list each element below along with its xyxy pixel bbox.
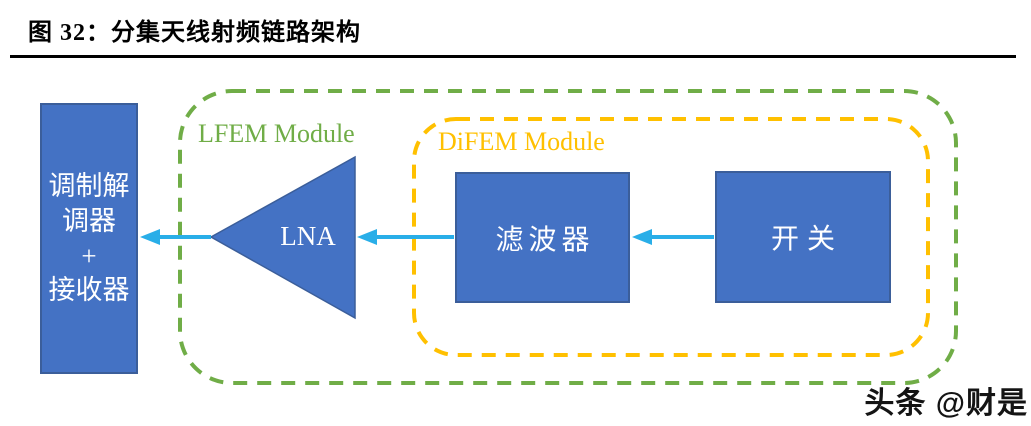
- filter-box: 滤波器: [455, 172, 630, 303]
- arrowhead-lna-to-modem: [140, 229, 160, 245]
- arrowhead-filter-to-lna: [357, 229, 377, 245]
- lfem-module-label: LFEM Module: [198, 119, 355, 148]
- arrowhead-switch-to-filter: [632, 229, 652, 245]
- figure-title: 图 32：分集天线射频链路架构: [28, 20, 361, 46]
- difem-module-label: DiFEM Module: [438, 127, 605, 156]
- title-divider-line: [10, 55, 1016, 58]
- switch-box: 开关: [715, 171, 891, 303]
- lna-label: LNA: [280, 221, 336, 251]
- modem-receiver-box: 调制解 调器 + 接收器: [40, 103, 138, 374]
- watermark-text: 头条 @财是: [864, 387, 1028, 420]
- lfem-module-dashed-border: [178, 89, 958, 385]
- lna-amplifier-triangle: [209, 155, 356, 320]
